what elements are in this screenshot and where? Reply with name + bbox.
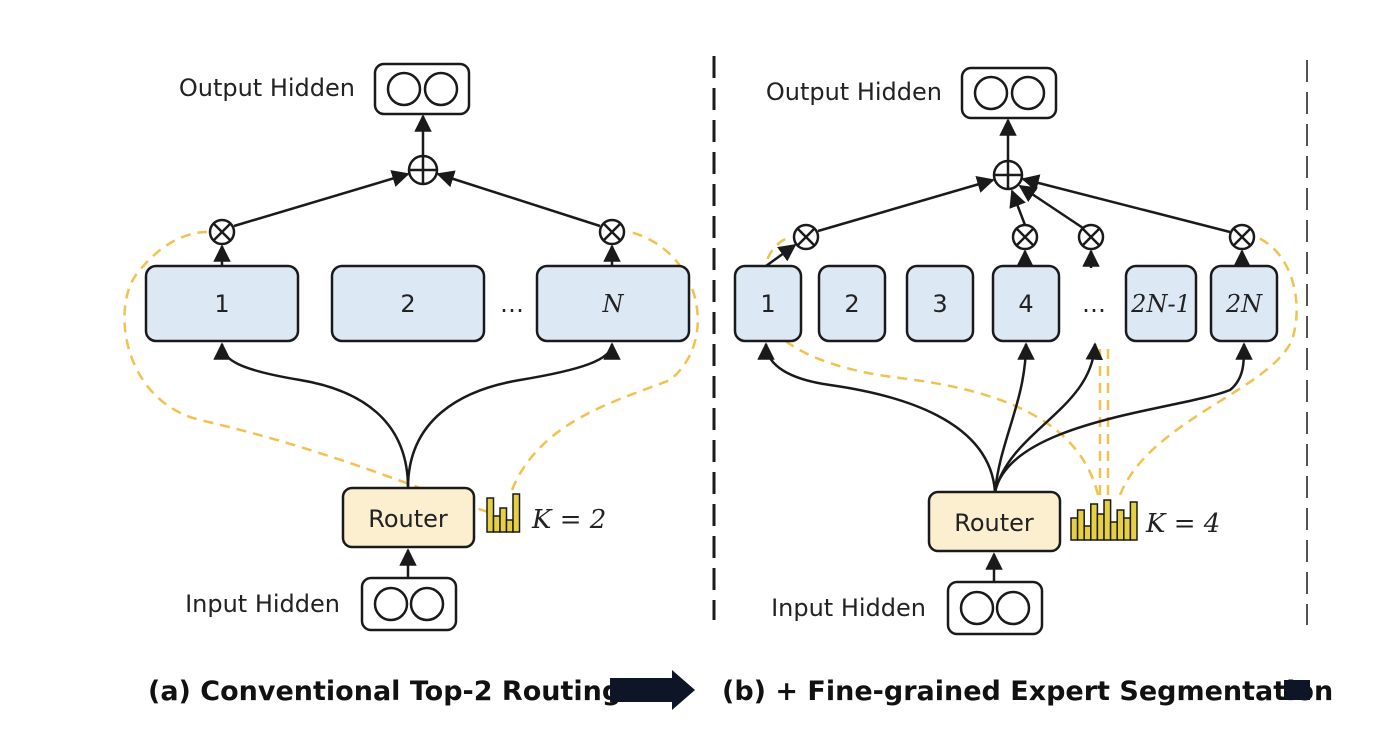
- expert-n: N: [535, 264, 691, 343]
- expert-2: 2: [817, 264, 887, 343]
- histogram-bar: [1123, 517, 1132, 541]
- sum-node: [992, 159, 1024, 191]
- panel-b: Output Hidden: [733, 66, 1298, 636]
- panel-a: Output Hidden 1: [123, 62, 700, 632]
- input-hidden-label: Input Hidden: [185, 590, 340, 618]
- histogram-bar: [505, 519, 514, 533]
- histogram-bar: [512, 493, 521, 533]
- svg-text:2: 2: [844, 290, 859, 318]
- router-histogram: [1070, 499, 1138, 541]
- input-hidden-token: [946, 580, 1044, 636]
- output-hidden-label: Output Hidden: [179, 74, 355, 102]
- k-label: K = 4: [1145, 509, 1220, 539]
- histogram-bar: [1096, 513, 1105, 541]
- expert-2: 2: [330, 264, 486, 343]
- histogram-bar: [486, 497, 495, 533]
- expert-2n: 2N: [1209, 264, 1279, 343]
- expert-1: 1: [733, 264, 803, 343]
- input-hidden-label: Input Hidden: [771, 594, 926, 622]
- svg-text:2: 2: [400, 290, 415, 318]
- histogram-bar: [499, 507, 508, 533]
- gate-path-1: [123, 230, 489, 514]
- multiply-node-4: [1011, 223, 1039, 251]
- expert-3: 3: [905, 264, 975, 343]
- histogram-bar: [1076, 509, 1085, 541]
- histogram-bar: [1116, 509, 1125, 541]
- svg-text:3: 3: [932, 290, 947, 318]
- router: Router: [927, 490, 1062, 553]
- histogram-bar: [1090, 503, 1099, 541]
- svg-text:N: N: [602, 290, 625, 318]
- svg-text:2N-1: 2N-1: [1130, 290, 1191, 318]
- router-histogram: [486, 493, 521, 533]
- transition-arrow-icon: [610, 670, 695, 710]
- multiply-node-ellipsis: [1077, 223, 1105, 251]
- caption-a: (a) Conventional Top-2 Routing: [148, 676, 621, 707]
- svg-text:1: 1: [214, 290, 229, 318]
- transition-arrow-icon: [1284, 680, 1310, 700]
- histogram-bar: [492, 515, 501, 533]
- multiply-node-n: [598, 218, 626, 246]
- gate-path-n: [510, 230, 700, 491]
- svg-text:Router: Router: [954, 509, 1034, 537]
- expert-ellipsis: …: [500, 290, 524, 318]
- multiply-node-2n: [1228, 223, 1256, 251]
- expert-1: 1: [144, 264, 300, 343]
- svg-text:2N: 2N: [1225, 290, 1263, 318]
- svg-text:Router: Router: [368, 505, 448, 533]
- expert-2n-minus-1: 2N-1: [1124, 264, 1198, 343]
- svg-text:4: 4: [1018, 290, 1033, 318]
- expert-4: 4: [991, 264, 1061, 343]
- multiply-node-1: [208, 218, 236, 246]
- router: Router: [341, 486, 476, 549]
- histogram-bar: [1083, 525, 1092, 541]
- input-hidden-token: [360, 576, 458, 632]
- output-hidden-token: [373, 62, 471, 116]
- histogram-bar: [1070, 517, 1079, 541]
- histogram-bar: [1129, 501, 1138, 541]
- k-label: K = 2: [531, 505, 606, 535]
- output-hidden-token: [960, 66, 1058, 120]
- sum-node: [407, 154, 439, 186]
- svg-text:1: 1: [760, 290, 775, 318]
- histogram-bar: [1109, 521, 1118, 541]
- multiply-node-1: [792, 223, 820, 251]
- expert-ellipsis: …: [1082, 290, 1106, 318]
- caption-b: (b) + Fine-grained Expert Segmentation: [722, 676, 1333, 707]
- histogram-bar: [1103, 499, 1112, 541]
- output-hidden-label: Output Hidden: [766, 78, 942, 106]
